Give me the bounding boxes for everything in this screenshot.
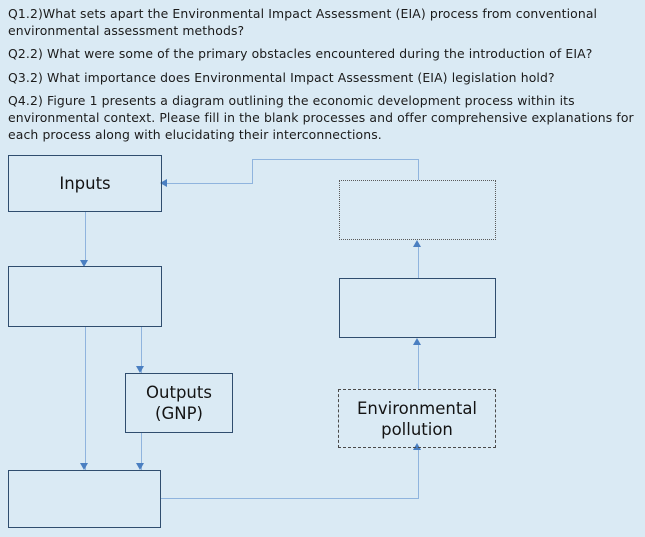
arrowhead-outputs-to-bottom [136,463,144,470]
node-blank-bottom[interactable] [8,470,161,528]
question-4: Q4.2) Figure 1 presents a diagram outlin… [8,93,634,142]
connector-outputs-to-bottom [140,433,142,470]
connector-midleft-to-bottom [84,327,86,470]
connector-midleft-to-outputs [140,327,142,373]
node-outputs-label-line2: (GNP) [155,404,203,423]
node-outputs-label-line1: Outputs [146,383,212,402]
connector-bottom-riser [417,449,419,499]
question-3: Q3.2) What importance does Environmental… [8,69,555,85]
node-inputs[interactable]: Inputs [8,155,162,212]
connector-midright-to-topright [417,246,419,279]
connector-topright-riser [417,159,419,180]
connector-topright-dropper [251,159,253,183]
economic-development-diagram: Inputs Outputs (GNP) Environmental pollu… [0,148,645,537]
connector-inputs-to-midleft [84,212,86,264]
arrowhead-to-env-pollution [413,443,421,450]
question-2: Q2.2) What were some of the primary obst… [8,46,593,62]
node-blank-mid-right[interactable] [339,278,496,338]
arrowhead-envpollution-to-midright [413,338,421,345]
questions-block: Q1.2)What sets apart the Environmental I… [0,0,645,143]
arrowhead-inputs-to-midleft [80,260,88,267]
arrowhead-to-inputs [160,179,167,187]
node-outputs[interactable]: Outputs (GNP) [125,373,233,433]
node-inputs-label: Inputs [59,174,111,193]
node-blank-mid-left[interactable] [8,266,162,327]
question-1: Q1.2)What sets apart the Environmental I… [8,6,598,38]
arrowhead-midright-to-topright [413,240,421,247]
arrowhead-midleft-to-bottom [80,463,88,470]
node-environmental-pollution-label-line1: Environmental [356,398,478,418]
node-blank-top-right[interactable] [339,180,496,240]
connector-envpollution-to-midright [417,344,419,390]
connector-to-inputs-right [162,183,253,185]
connector-bottom-to-right [161,498,419,500]
node-environmental-pollution[interactable]: Environmental pollution [338,389,496,448]
connector-topright-to-inputs-top [252,159,419,161]
arrowhead-midleft-to-outputs [136,366,144,373]
node-environmental-pollution-label-line2: pollution [381,419,453,439]
